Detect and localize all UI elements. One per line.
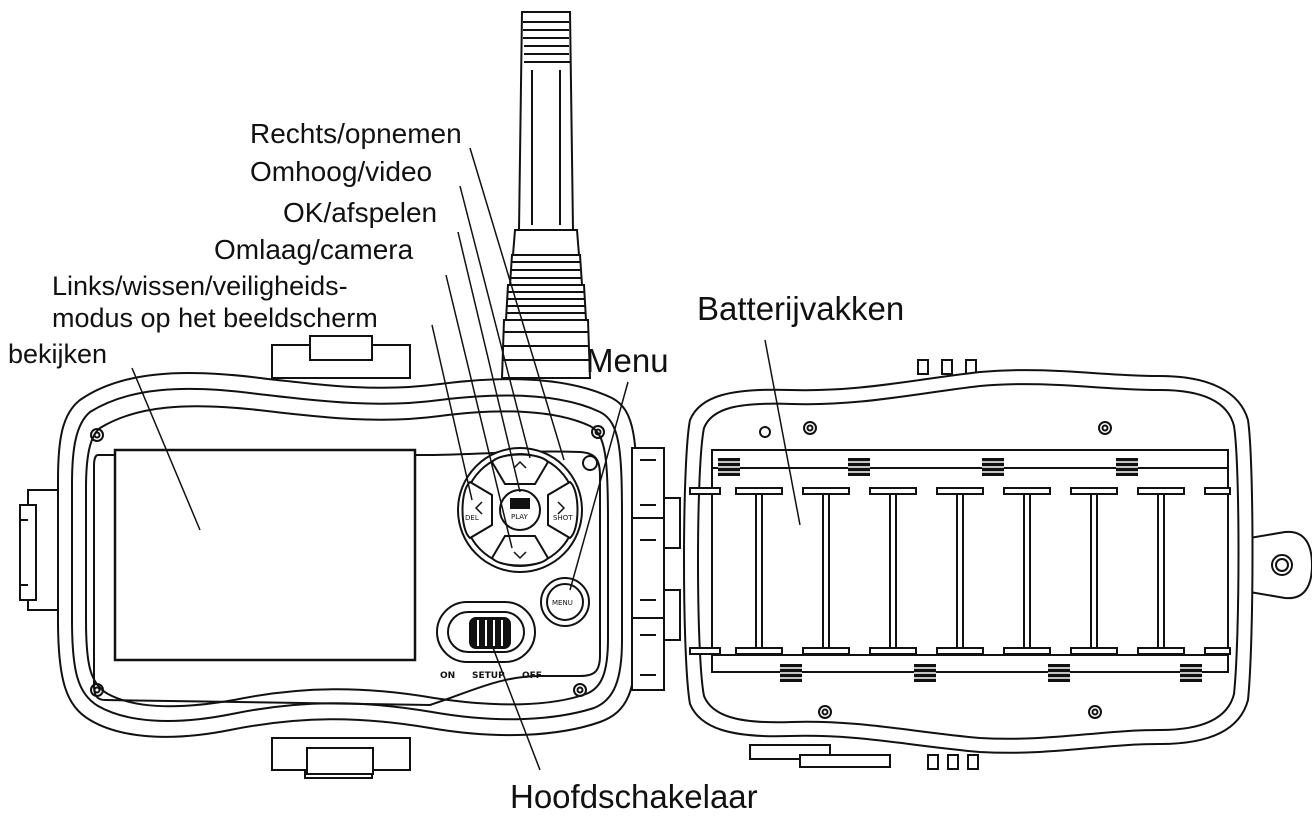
down-button[interactable] — [490, 535, 550, 567]
label-left-delete-line3: bekijken — [8, 339, 108, 369]
leader-down-camera — [445, 274, 513, 549]
switch-setup-label: SETUP — [472, 671, 505, 681]
leader-ok-play — [457, 231, 521, 493]
label-left-delete-line2: modus op het beeldscherm — [52, 303, 378, 333]
leader-up-video — [459, 185, 531, 459]
menu-button[interactable] — [540, 577, 590, 627]
label-ok-play: OK/afspelen — [283, 197, 438, 228]
callout-lines — [131, 147, 801, 771]
leader-left-delete — [431, 324, 473, 501]
label-down-camera: Omlaag/camera — [214, 234, 414, 265]
lcd-screen — [113, 448, 417, 662]
label-right-record: Rechts/opnemen — [250, 118, 462, 149]
leader-screen — [131, 367, 201, 531]
label-left-delete-line1: Links/wissen/veiligheids- — [52, 271, 348, 301]
ok-button-label: PLAY — [511, 513, 529, 521]
hinge — [631, 447, 681, 691]
up-button[interactable] — [490, 453, 550, 485]
switch-on-label: ON — [440, 671, 455, 681]
right-button-label: SHOT — [553, 514, 573, 522]
power-switch[interactable] — [436, 601, 536, 663]
label-up-video: Omhoog/video — [250, 156, 433, 187]
battery-housing — [683, 359, 1312, 770]
label-main-switch: Hoofdschakelaar — [510, 778, 758, 815]
switch-off-label: OFF — [522, 671, 542, 681]
label-menu: Menu — [586, 342, 669, 379]
leader-right-record — [469, 147, 565, 461]
leader-main-switch — [489, 639, 541, 771]
menu-button-label: MENU — [552, 599, 573, 607]
left-button-label: DEL — [465, 514, 479, 522]
leader-battery — [764, 339, 801, 526]
label-battery: Batterijvakken — [697, 290, 905, 327]
leader-menu — [569, 381, 629, 591]
d-pad — [457, 447, 598, 573]
antenna — [500, 11, 592, 379]
